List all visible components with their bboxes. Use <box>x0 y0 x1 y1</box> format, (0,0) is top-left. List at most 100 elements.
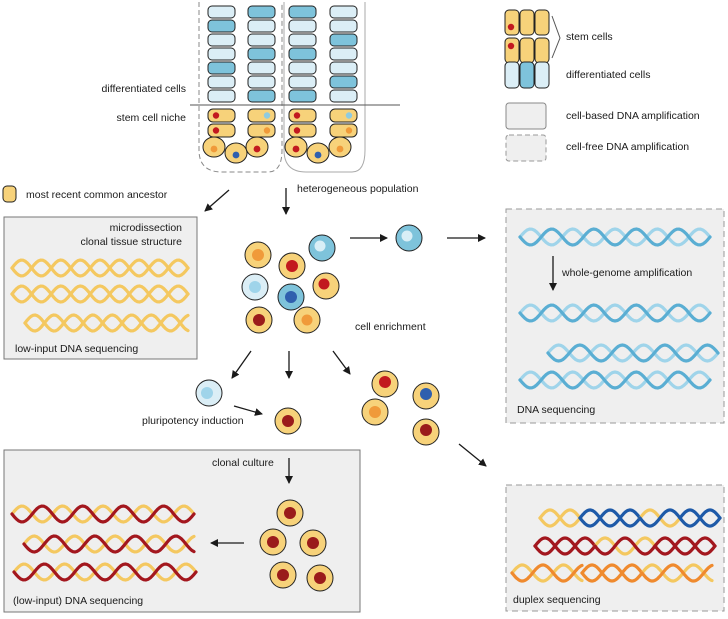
dna-strand-front <box>538 508 582 528</box>
stem-cell <box>224 142 248 164</box>
differentiated-cell <box>288 89 317 103</box>
clonal-cell <box>299 529 327 557</box>
dna-helix-yellow <box>10 284 190 304</box>
nucleus <box>249 281 261 293</box>
wga-label: whole-genome amplification <box>562 267 693 279</box>
nucleus <box>253 145 261 153</box>
nucleus <box>286 260 298 272</box>
nucleus <box>301 314 313 326</box>
nucleus <box>232 151 240 159</box>
population-cell <box>244 241 272 269</box>
legend-differentiated-cell <box>519 61 535 89</box>
dna-strand-front <box>678 508 722 528</box>
population-cell <box>312 272 340 300</box>
dna-helix-red-yellow <box>22 534 196 554</box>
population-cell <box>245 306 273 334</box>
dna-strand-back <box>12 562 198 582</box>
nucleus <box>267 536 279 548</box>
duplex-sequencing-label: duplex sequencing <box>513 594 601 606</box>
nucleus <box>420 388 432 400</box>
ips-source-cell <box>195 379 223 407</box>
stem-cell-niche-label: stem cell niche <box>116 112 186 124</box>
legend-stem-cell <box>534 9 550 36</box>
stem-cell <box>288 123 317 138</box>
dna-strand-back <box>518 227 712 247</box>
dna-helix-red-yellow <box>12 562 198 582</box>
stem-cell <box>306 142 330 164</box>
arrow-to-duplex-cells <box>332 350 351 375</box>
nucleus <box>292 145 300 153</box>
duplex-cell <box>371 370 399 398</box>
nucleus <box>285 291 297 303</box>
arrow-to-microdissection <box>204 189 230 212</box>
nucleus <box>253 314 265 326</box>
stem-cell <box>202 136 226 158</box>
differentiated-cell <box>247 75 276 89</box>
clonal-cell <box>306 564 334 592</box>
nucleus <box>201 387 213 399</box>
nucleus <box>210 145 218 153</box>
nucleus <box>507 23 515 31</box>
differentiated-cell <box>288 47 317 61</box>
dna-strand-back <box>593 536 657 556</box>
stem-cell <box>328 136 352 158</box>
legend-differentiated-cell <box>504 61 520 89</box>
nucleus <box>277 569 289 581</box>
differentiated-cell <box>207 47 236 61</box>
differentiated-cell <box>329 5 358 19</box>
dna-strand-front <box>533 536 597 556</box>
stem-cell <box>207 108 236 123</box>
differentiated-cell <box>329 61 358 75</box>
dna-strand-back <box>580 563 644 583</box>
dna-strand-front <box>593 536 657 556</box>
differentiated-cell <box>247 33 276 47</box>
population-cell <box>308 234 336 262</box>
differentiated-cell <box>247 47 276 61</box>
legend-stem-cell <box>534 37 550 64</box>
dna-helix-blue <box>518 303 712 323</box>
dna-strand-back <box>510 563 584 583</box>
pluripotency-induction-label: pluripotency induction <box>142 415 244 427</box>
stem-cell <box>329 108 358 123</box>
stem-cell <box>247 123 276 138</box>
differentiated-cell <box>288 75 317 89</box>
differentiated-cell <box>207 19 236 33</box>
nucleus <box>420 424 432 436</box>
dna-strand-front <box>22 534 196 554</box>
differentiated-cell <box>207 33 236 47</box>
differentiated-cell <box>288 61 317 75</box>
dna-helix-blue <box>518 370 712 390</box>
nucleus <box>336 145 344 153</box>
isolated-differentiated-cell <box>395 224 423 252</box>
stem-cell <box>288 108 317 123</box>
differentiated-cell <box>207 75 236 89</box>
dna-segment <box>538 508 582 528</box>
dna-strand-front <box>12 562 198 582</box>
clonal-cell <box>276 499 304 527</box>
differentiated-cell <box>288 33 317 47</box>
nucleus <box>318 278 330 290</box>
differentiated-cell <box>288 5 317 19</box>
legend-stem-bracket <box>551 15 561 59</box>
differentiated-cell <box>329 89 358 103</box>
nucleus <box>507 42 515 50</box>
dna-segment <box>653 536 717 556</box>
dna-strand-back <box>10 504 196 524</box>
dna-strand-back <box>518 370 712 390</box>
nucleus <box>284 507 296 519</box>
legend-stem-cell <box>519 9 535 36</box>
dna-strand-back <box>533 536 597 556</box>
duplex-cell <box>412 382 440 410</box>
low-input-sequencing-label: low-input DNA sequencing <box>15 343 139 355</box>
legend-cell-free-label: cell-free DNA amplification <box>566 141 690 153</box>
differentiated-cell <box>207 89 236 103</box>
nucleus <box>252 249 264 261</box>
differentiated-cell <box>207 5 236 19</box>
clonal-culture-label: clonal culture <box>212 457 274 469</box>
nucleus <box>314 240 326 252</box>
crypt-cell-free-outline <box>198 2 283 173</box>
dna-strand-back <box>653 536 717 556</box>
dna-sequencing-label: DNA sequencing <box>517 404 596 416</box>
stem-cell <box>207 123 236 138</box>
differentiated-cell <box>329 19 358 33</box>
